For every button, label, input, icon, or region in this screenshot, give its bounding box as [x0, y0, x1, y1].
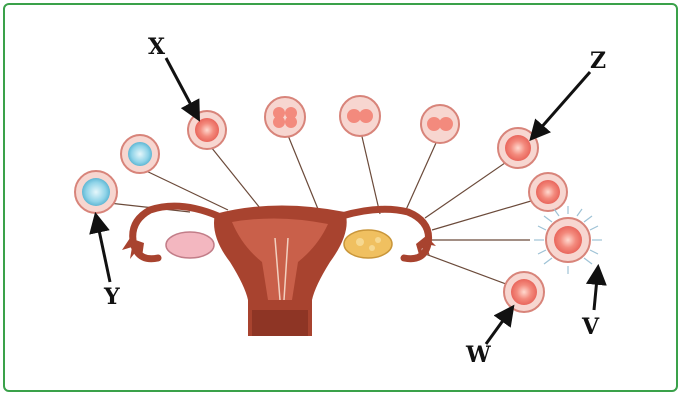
cell-v — [534, 206, 602, 274]
arrow-v — [594, 268, 598, 310]
ovary-right — [344, 230, 392, 258]
cell-2-cell-a — [340, 96, 380, 136]
cell-z — [498, 128, 538, 168]
label-w: W — [465, 342, 491, 368]
label-y: Y — [103, 284, 120, 310]
cell-egg — [529, 173, 567, 211]
cell-x — [188, 111, 226, 149]
ovary-left — [166, 232, 214, 258]
cell-2-cell-b — [421, 105, 459, 143]
cell-blue-2 — [121, 135, 159, 173]
cell-w — [504, 272, 544, 312]
label-x: X — [148, 34, 166, 60]
label-z: Z — [590, 48, 606, 74]
arrow-w — [486, 308, 512, 344]
arrow-y — [96, 216, 110, 282]
uterus — [214, 205, 347, 336]
label-v: V — [581, 314, 600, 340]
cell-y — [75, 171, 117, 213]
cell-4-cell — [265, 97, 305, 137]
arrow-z — [532, 72, 590, 138]
arrow-x — [166, 58, 198, 118]
